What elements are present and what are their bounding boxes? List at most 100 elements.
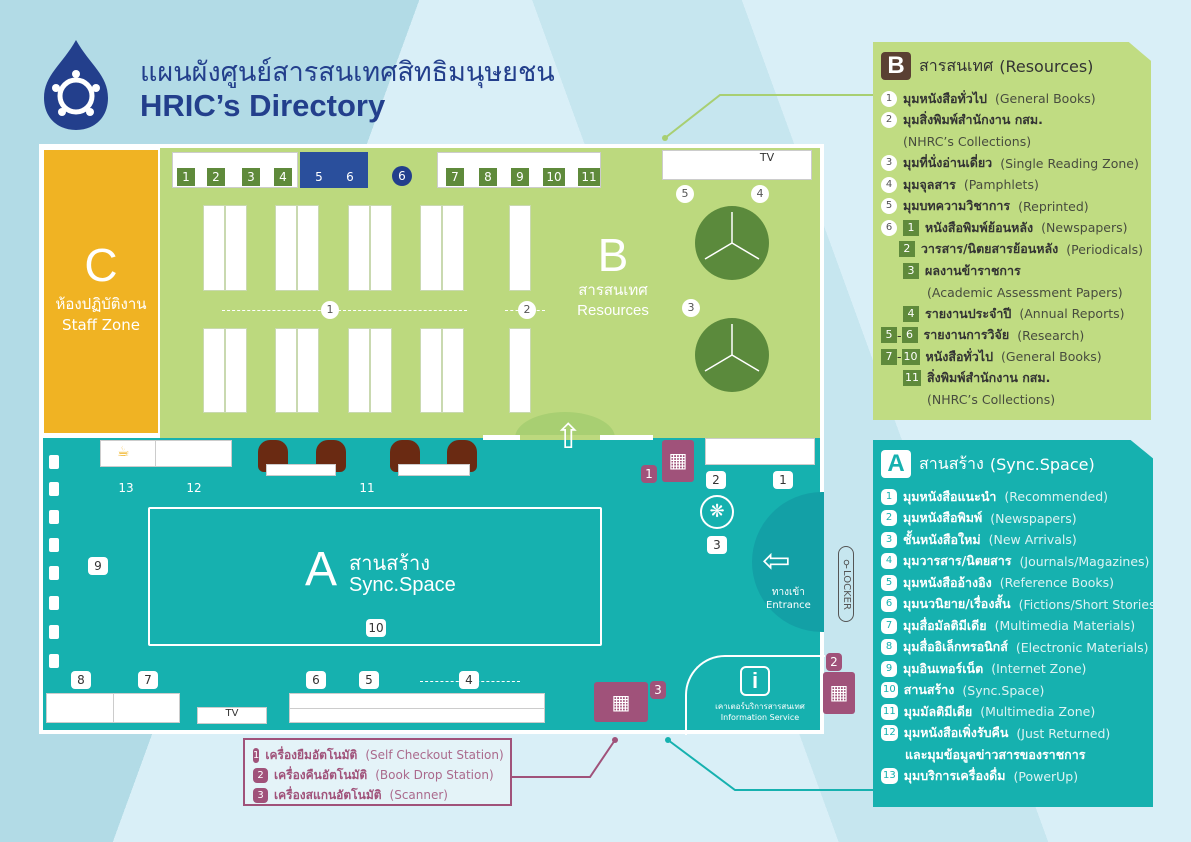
shelf-b-1[interactable]: 1	[177, 168, 195, 186]
new-arrivals-rack-icon: ❋	[700, 495, 734, 529]
divider	[155, 440, 156, 467]
legend-english: (Recommended)	[1004, 489, 1109, 505]
marker-a-10[interactable]: 10	[366, 619, 386, 637]
zone-c-staff[interactable]: C ห้องปฏิบัติงาน Staff Zone	[44, 150, 158, 433]
marker-a-9[interactable]: 9	[88, 557, 108, 575]
legend-item[interactable]: (Academic Assessment Papers)	[881, 282, 1143, 304]
shelf-b-7[interactable]: 7	[446, 168, 464, 186]
shelf-b-9[interactable]: 9	[511, 168, 529, 186]
marker-a-3[interactable]: 3	[707, 536, 727, 554]
legend-a-title-en: (Sync.Space)	[989, 454, 1095, 474]
bookshelf	[297, 328, 319, 413]
locker[interactable]: ⚲LOCKER	[838, 546, 854, 622]
marker-b-4[interactable]: 4	[751, 185, 769, 203]
legend-english: (Reference Books)	[999, 575, 1115, 591]
marker-a-2[interactable]: 2	[706, 471, 726, 489]
legend-english: (Self Checkout Station)	[365, 748, 504, 762]
marker-a-7[interactable]: 7	[138, 671, 158, 689]
legend-b-letter: B	[881, 52, 911, 80]
marker-a-4[interactable]: 4	[459, 671, 479, 689]
bookshelf	[275, 205, 297, 291]
marker-a-12[interactable]: 12	[186, 481, 202, 495]
shelf-b-6[interactable]: 6	[341, 168, 359, 186]
divider	[113, 693, 114, 723]
legend-thai: มุมหนังสือแนะนำ	[903, 488, 997, 504]
bookshelf	[348, 205, 370, 291]
marker-a-5[interactable]: 5	[359, 671, 379, 689]
information-counter[interactable]	[685, 655, 825, 735]
legend-english: (Book Drop Station)	[375, 768, 494, 782]
legend-item[interactable]: (NHRC’s Collections)	[881, 131, 1143, 153]
shelf-b-8[interactable]: 8	[479, 168, 497, 186]
zone-b-resources[interactable]	[160, 148, 820, 438]
counter-powerup: ☕	[100, 440, 232, 467]
scanner-station[interactable]: ▦	[594, 682, 648, 722]
zone-b-label: B สารสนเทศ Resources	[570, 232, 656, 319]
legend-thai: หนังสือทั่วไป	[925, 348, 994, 364]
coffee-cup-icon: ☕	[117, 444, 130, 460]
bookshelf	[225, 205, 247, 291]
shelf-b-11[interactable]: 11	[578, 168, 600, 186]
legend-english: (Multimedia Materials)	[994, 618, 1136, 634]
marker-a-6[interactable]: 6	[306, 671, 326, 689]
marker-b-1[interactable]: 1	[321, 301, 339, 319]
legend-english: (Academic Assessment Papers)	[927, 284, 1123, 300]
marker-b-6[interactable]: 6	[392, 166, 412, 186]
legend-thai: มุมหนังสือทั่วไป	[903, 90, 987, 106]
legend-item[interactable]: (NHRC’s Collections)	[881, 389, 1143, 411]
sync-space-area[interactable]	[148, 507, 602, 646]
shelf-b-4[interactable]: 4	[274, 168, 292, 186]
shelf-b-2[interactable]: 2	[207, 168, 225, 186]
marker-a-1[interactable]: 1	[773, 471, 793, 489]
marker-a-8[interactable]: 8	[71, 671, 91, 689]
bookshelf	[420, 205, 442, 291]
book-drop-station[interactable]: ▦	[823, 672, 855, 714]
self-checkout-station[interactable]: ▦	[662, 440, 694, 482]
marker-b-5[interactable]: 5	[676, 185, 694, 203]
marker-b-2[interactable]: 2	[518, 301, 536, 319]
shelf-b-5[interactable]: 5	[310, 168, 328, 186]
marker-b-3[interactable]: 3	[682, 299, 700, 317]
shelf-b-10[interactable]: 10	[543, 168, 565, 186]
legend-thai: มุมหนังสือเพิ่งรับคืน	[903, 725, 1009, 741]
shelf-b-3[interactable]: 3	[242, 168, 260, 186]
key-icon: ⚲	[841, 558, 852, 570]
zone-divider	[222, 310, 467, 311]
legend-item[interactable]: และมุมข้อมูลข่าวสารของราชการ	[881, 744, 1145, 766]
marker-a-11[interactable]: 11	[359, 481, 375, 495]
legend-english: (Periodicals)	[1066, 241, 1143, 257]
legend-thai: มุมจุลสาร	[903, 176, 956, 192]
marker-a-13[interactable]: 13	[118, 481, 134, 495]
zone-b-thai: สารสนเทศ	[578, 282, 648, 299]
legend-english: (Internet Zone)	[991, 661, 1087, 677]
